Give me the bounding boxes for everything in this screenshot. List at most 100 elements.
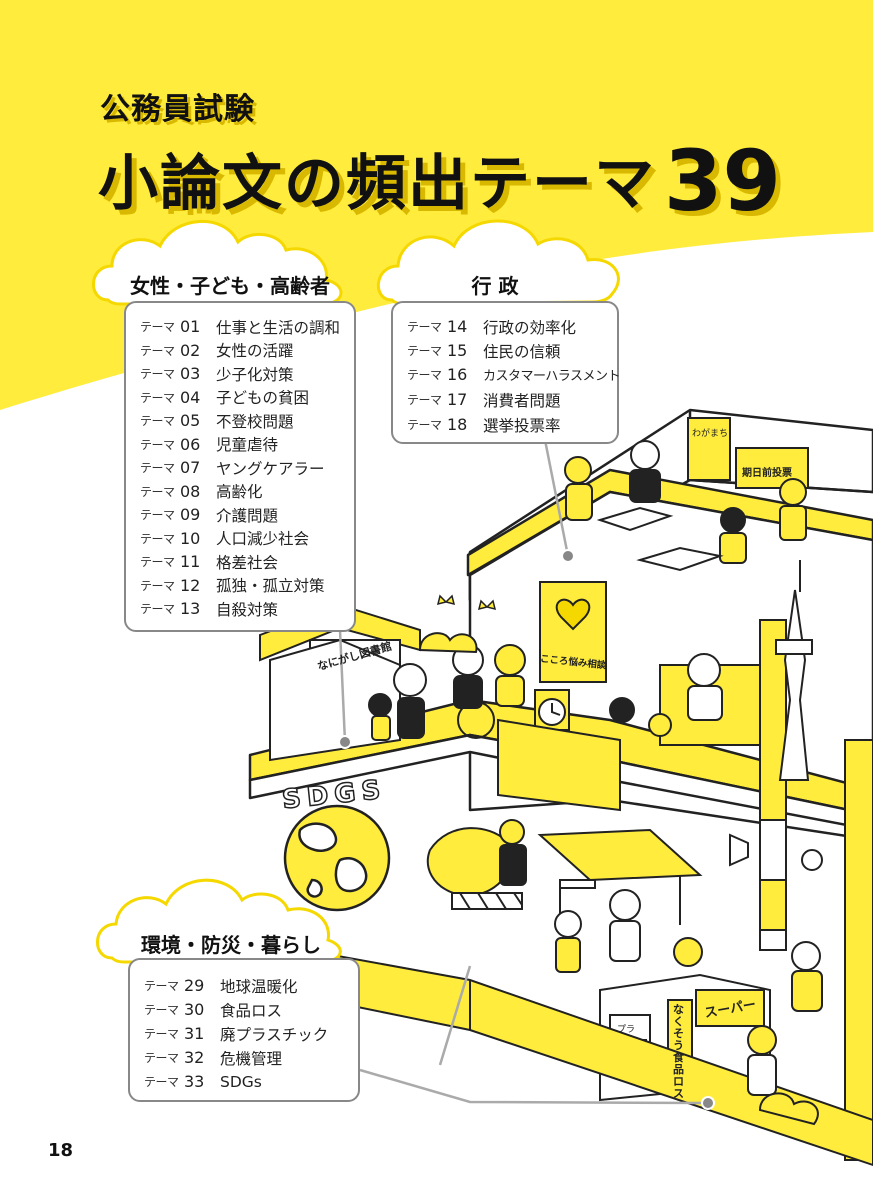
theme-title: 格差社会	[216, 553, 279, 572]
main-title: 小論文の頻出テーマ39	[98, 126, 781, 230]
theme-title: 食品ロス	[220, 1001, 283, 1020]
theme-item-17: テーマ 17 消費者問題	[407, 388, 561, 411]
theme-prefix: テーマ	[140, 531, 175, 546]
theme-title: 少子化対策	[216, 365, 294, 384]
theme-prefix: テーマ	[407, 393, 442, 407]
theme-number: 13	[180, 599, 201, 618]
theme-number: 10	[180, 528, 201, 548]
theme-prefix: テーマ	[140, 320, 175, 334]
theme-prefix: テーマ	[140, 602, 175, 616]
theme-item-32: テーマ 32 危機管理	[144, 1046, 282, 1069]
theme-prefix: テーマ	[144, 979, 179, 993]
theme-item-13: テーマ 13 自殺対策	[140, 597, 278, 620]
theme-title: カスタマーハラスメント	[483, 369, 620, 384]
theme-prefix: テーマ	[144, 1051, 179, 1065]
theme-prefix: テーマ	[140, 555, 175, 569]
theme-item-07: テーマ 07 ヤングケアラー	[140, 456, 325, 479]
theme-title: 介護問題	[216, 506, 279, 525]
theme-number: 07	[180, 458, 201, 477]
theme-item-16: テーマ 16 カスタマーハラスメント	[407, 363, 620, 386]
theme-item-10: テーマ 10 人口減少社会	[140, 527, 309, 550]
vote-sign: 期日前投票	[742, 468, 792, 479]
pre-title: 公務員試験	[100, 92, 255, 127]
theme-title: SDGs	[220, 1072, 262, 1091]
theme-prefix: テーマ	[140, 484, 175, 499]
theme-number: 15	[447, 341, 468, 360]
theme-title: 人口減少社会	[216, 530, 310, 548]
theme-number: 17	[447, 390, 468, 409]
theme-title: 仕事と生活の調和	[216, 318, 341, 337]
theme-number: 03	[180, 364, 201, 383]
theme-title: 行政の効率化	[483, 318, 577, 337]
theme-title: 廃プラスチック	[220, 1025, 329, 1044]
theme-prefix: テーマ	[140, 414, 175, 428]
theme-item-01: テーマ 01 仕事と生活の調和	[140, 315, 340, 338]
theme-title: 高齢化	[216, 483, 263, 501]
theme-number: 04	[180, 387, 201, 407]
theme-item-33: テーマ 33 SDGs	[144, 1070, 262, 1093]
theme-number: 01	[180, 317, 201, 336]
group-label-environment: 環境・防災・暮らし	[141, 933, 321, 957]
theme-prefix: テーマ	[140, 461, 175, 475]
theme-prefix: テーマ	[140, 508, 175, 522]
theme-item-03: テーマ 03 少子化対策	[140, 362, 294, 385]
theme-title: 消費者問題	[483, 391, 561, 410]
theme-item-05: テーマ 05 不登校問題	[140, 409, 294, 432]
theme-item-09: テーマ 09 介護問題	[140, 503, 278, 526]
theme-number: 29	[184, 976, 205, 995]
theme-item-29: テーマ 29 地球温暖化	[144, 974, 298, 997]
theme-number: 33	[184, 1072, 205, 1091]
theme-prefix: テーマ	[140, 343, 175, 358]
group-label-women-children-elderly: 女性・子ども・高齢者	[130, 274, 330, 298]
town-sign: わがまち	[692, 429, 729, 439]
theme-prefix: テーマ	[140, 390, 175, 405]
theme-item-04: テーマ 04 子どもの貧困	[140, 386, 309, 409]
theme-title: 住民の信頼	[483, 342, 561, 361]
theme-prefix: テーマ	[407, 418, 442, 432]
theme-prefix: テーマ	[140, 367, 175, 381]
theme-item-08: テーマ 08 高齢化	[140, 480, 263, 503]
theme-title: 危機管理	[220, 1049, 283, 1068]
recycle-sign: プラ	[617, 1025, 636, 1035]
theme-item-18: テーマ 18 選挙投票率	[407, 413, 561, 436]
theme-number: 12	[180, 575, 201, 595]
theme-prefix: テーマ	[407, 344, 442, 358]
theme-number: 32	[184, 1048, 205, 1067]
theme-prefix: テーマ	[144, 1075, 179, 1089]
theme-title: 孤独・孤立対策	[216, 577, 325, 595]
group-label-administration: 行 政	[471, 274, 519, 298]
theme-prefix: テーマ	[407, 320, 442, 334]
theme-title: 不登校問題	[216, 412, 294, 431]
theme-prefix: テーマ	[144, 1003, 179, 1017]
theme-title: 子どもの貧困	[216, 389, 310, 407]
page-number: 18	[48, 1140, 74, 1161]
theme-prefix: テーマ	[140, 437, 175, 452]
theme-title: 児童虐待	[216, 436, 279, 454]
theme-item-12: テーマ 12 孤独・孤立対策	[140, 574, 325, 597]
theme-prefix: テーマ	[140, 578, 175, 593]
theme-number: 08	[180, 481, 201, 501]
theme-title: 選挙投票率	[483, 416, 561, 435]
theme-title: 地球温暖化	[220, 977, 298, 996]
theme-number: 09	[180, 505, 201, 524]
theme-number: 18	[447, 415, 468, 434]
theme-title: 女性の活躍	[216, 342, 294, 360]
theme-prefix: テーマ	[144, 1027, 179, 1041]
theme-item-11: テーマ 11 格差社会	[140, 550, 278, 573]
theme-number: 14	[447, 317, 468, 336]
foodloss-sign: なくそう食品ロス	[673, 1003, 684, 1100]
theme-number: 16	[447, 365, 468, 384]
main-title-number: 39	[664, 132, 781, 230]
theme-prefix: テーマ	[407, 368, 442, 382]
theme-title: 自殺対策	[216, 600, 279, 619]
theme-number: 11	[180, 552, 201, 571]
theme-item-14: テーマ 14 行政の効率化	[407, 315, 576, 338]
theme-number: 05	[180, 411, 201, 430]
theme-title: ヤングケアラー	[216, 459, 325, 478]
